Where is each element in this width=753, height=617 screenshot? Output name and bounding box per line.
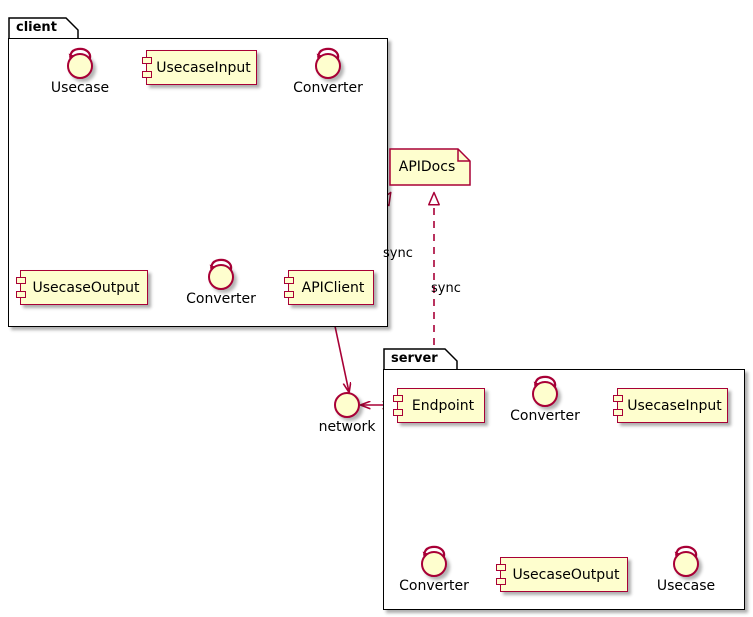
component-port-top: [496, 564, 506, 571]
interface-label: Usecase: [50, 80, 110, 96]
component-port-top: [16, 277, 26, 284]
interface-label: Converter: [399, 578, 469, 594]
interface-client-converter-bottom[interactable]: Converter: [186, 258, 256, 307]
component-client-usecaseoutput[interactable]: UsecaseOutput: [16, 270, 148, 305]
interface-server-converter-top[interactable]: Converter: [510, 375, 580, 424]
interface-circle: [315, 53, 341, 79]
component-port-top: [393, 395, 403, 402]
interface-label: Converter: [510, 408, 580, 424]
interface-server-usecase[interactable]: Usecase: [657, 545, 715, 594]
interface-label: Usecase: [656, 578, 716, 594]
component-label: UsecaseOutput: [32, 279, 140, 296]
component-port-top: [142, 57, 152, 64]
component-label: UsecaseInput: [627, 397, 722, 414]
interface-server-converter-bottom[interactable]: Converter: [399, 545, 469, 594]
component-client-usecaseinput[interactable]: UsecaseInput: [142, 50, 257, 85]
interface-circle: [208, 264, 234, 290]
component-port-bottom: [284, 291, 294, 298]
package-server-label: server: [391, 351, 438, 366]
component-client-apiclient[interactable]: APIClient: [284, 270, 374, 305]
interface-circle: [532, 381, 558, 407]
component-label: Endpoint: [411, 397, 475, 414]
note-apidocs[interactable]: APIDocs: [389, 148, 471, 186]
interface-label: Converter: [293, 80, 363, 96]
interface-circle: [67, 53, 93, 79]
component-port-top: [284, 277, 294, 284]
component-server-endpoint[interactable]: Endpoint: [393, 388, 485, 423]
component-server-usecaseinput[interactable]: UsecaseInput: [613, 388, 728, 423]
component-label: UsecaseOutput: [512, 566, 620, 583]
component-port-bottom: [496, 578, 506, 585]
interface-client-usecase[interactable]: Usecase: [51, 47, 109, 96]
interface-circle: [673, 551, 699, 577]
interface-client-converter-top[interactable]: Converter: [293, 47, 363, 96]
component-label: APIClient: [301, 279, 365, 296]
interface-circle: [334, 392, 360, 418]
component-port-top: [613, 395, 623, 402]
interface-label: Converter: [186, 291, 256, 307]
edge-label-sync-client: sync: [383, 246, 413, 261]
interface-circle: [421, 551, 447, 577]
component-port-bottom: [16, 291, 26, 298]
note-label: APIDocs: [398, 159, 456, 175]
component-port-bottom: [393, 409, 403, 416]
edge-label-sync-server: sync: [431, 281, 461, 296]
note-shape: [389, 148, 471, 186]
package-client-label: client: [16, 20, 57, 35]
component-server-usecaseoutput[interactable]: UsecaseOutput: [496, 557, 628, 592]
interface-label: network: [318, 419, 376, 435]
interface-network[interactable]: network: [319, 392, 375, 435]
component-port-bottom: [613, 409, 623, 416]
component-port-bottom: [142, 71, 152, 78]
component-label: UsecaseInput: [156, 59, 251, 76]
